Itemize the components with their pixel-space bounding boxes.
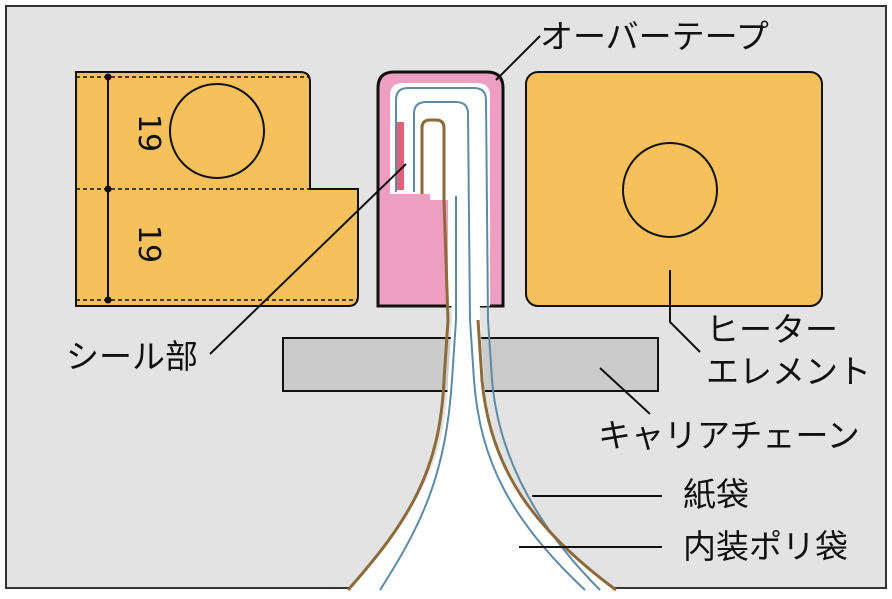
dimension-dot-bottom — [104, 296, 112, 304]
heater-element-circle — [622, 142, 718, 238]
inner-poly-bag-outer-line — [395, 87, 601, 591]
label-heater-line2: エレメント — [706, 352, 871, 391]
right-heater-block — [525, 71, 823, 307]
leader-carrier-chain — [599, 367, 651, 415]
label-seal-part: シール部 — [66, 337, 198, 376]
label-overtape: オーバーテープ — [540, 17, 769, 56]
label-carrier-chain: キャリアチェーン — [598, 416, 860, 455]
leader-seal-part — [209, 163, 407, 355]
left-heater-circle — [169, 83, 265, 179]
paper-bag-right-line — [476, 319, 617, 592]
leader-heater-element — [669, 270, 701, 353]
bag-body — [348, 92, 616, 590]
inner-poly-bag-line — [379, 101, 586, 591]
dimension-dot-middle — [104, 185, 112, 193]
label-heater-line1: ヒーター — [706, 310, 838, 349]
dimension-label-upper: 19 — [131, 114, 166, 152]
paper-bag-line — [346, 118, 450, 591]
dimension-label-lower: 19 — [131, 225, 166, 263]
dimension-dot-top — [104, 73, 112, 81]
label-inner-poly-bag: 内装ポリ袋 — [683, 527, 848, 566]
label-paper-bag: 紙袋 — [683, 475, 749, 514]
leader-overtape — [495, 35, 541, 81]
